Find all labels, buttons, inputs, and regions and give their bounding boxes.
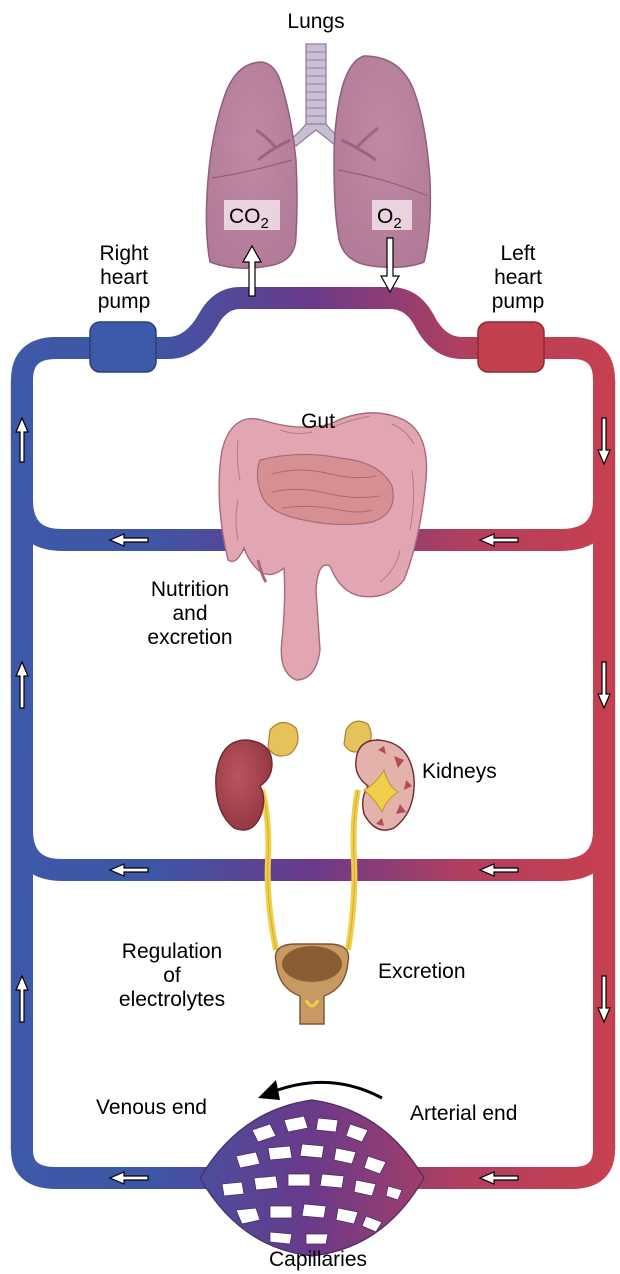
svg-text:of: of	[163, 964, 181, 987]
o2-label: O2	[372, 200, 412, 232]
left-lung	[334, 56, 430, 267]
svg-text:electrolytes: electrolytes	[119, 988, 225, 1011]
lungs-label: Lungs	[287, 10, 344, 33]
regulation-label: Regulation of electrolytes	[119, 940, 225, 1011]
svg-text:pump: pump	[492, 290, 545, 313]
kidneys-label: Kidneys	[422, 760, 497, 783]
kidneys-illustration	[216, 721, 414, 950]
left-heart-pump	[478, 322, 544, 372]
capillaries-label: Capillaries	[269, 1248, 367, 1271]
svg-text:Nutrition: Nutrition	[151, 578, 229, 601]
svg-text:excretion: excretion	[147, 626, 232, 649]
gut-label: Gut	[301, 410, 335, 433]
excretion-label: Excretion	[378, 960, 466, 983]
capillary-bed	[200, 1100, 424, 1256]
svg-text:pump: pump	[98, 290, 151, 313]
svg-text:Regulation: Regulation	[122, 940, 222, 963]
lungs-illustration	[206, 44, 430, 268]
right-heart-pump	[90, 322, 156, 372]
svg-text:Left: Left	[500, 242, 535, 265]
kidney-branch-vessel	[22, 830, 604, 870]
bladder-illustration	[275, 944, 348, 1024]
svg-text:Right: Right	[99, 242, 148, 265]
svg-text:and: and	[172, 602, 207, 625]
direction-arrows	[16, 238, 610, 1184]
kidney-left	[216, 740, 272, 830]
flow-arrow	[258, 1080, 382, 1100]
left-heart-pump-label: Left heart pump	[492, 242, 545, 313]
venous-end-label: Venous end	[96, 1096, 207, 1119]
right-lung	[206, 62, 297, 268]
right-heart-pump-label: Right heart pump	[98, 242, 151, 313]
svg-text:heart: heart	[100, 266, 148, 289]
gut-illustration	[219, 413, 426, 680]
svg-text:heart: heart	[494, 266, 542, 289]
nutrition-label: Nutrition and excretion	[147, 578, 232, 649]
arterial-end-label: Arterial end	[410, 1102, 517, 1125]
co2-label: CO2	[224, 200, 280, 232]
trachea	[290, 44, 342, 146]
